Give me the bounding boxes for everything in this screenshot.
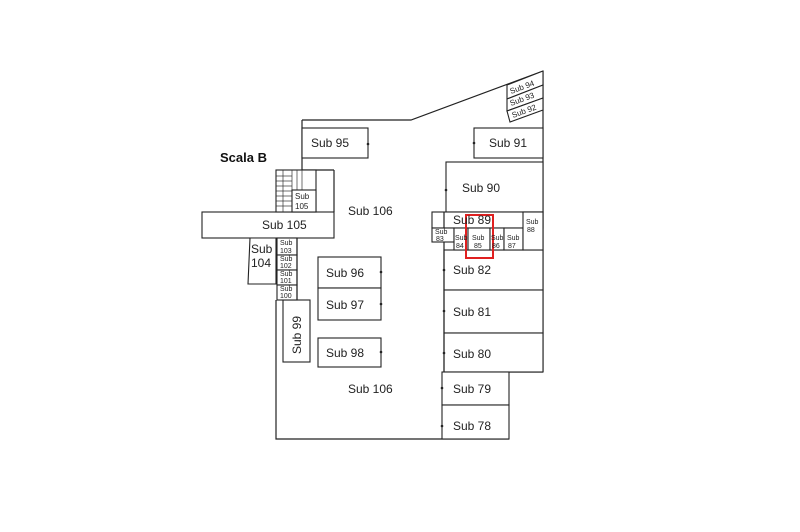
label-sub-87-a: Sub [507, 235, 520, 242]
label-sub-96: Sub 96 [326, 266, 364, 280]
label-sub-90: Sub 90 [462, 181, 500, 195]
room-sub-78[interactable] [441, 404, 510, 440]
room-sub-98[interactable] [317, 337, 382, 368]
label-sub-105-small-b: 105 [295, 202, 309, 211]
stair-treads [276, 170, 316, 212]
room-sub-92[interactable] [506, 97, 544, 123]
label-sub-81: Sub 81 [453, 305, 491, 319]
label-col-102: 102 [280, 263, 292, 270]
label-sub-79: Sub 79 [453, 382, 491, 396]
label-sub-106-top: Sub 106 [348, 204, 393, 218]
label-col-sub-3: Sub [280, 271, 293, 278]
stair-title: Scala B [220, 150, 267, 165]
label-col-101: 101 [280, 278, 292, 285]
room-sub-97[interactable] [317, 287, 382, 321]
label-sub-99: Sub 99 [290, 316, 304, 354]
label-sub-80: Sub 80 [453, 347, 491, 361]
room-sub-105-wide[interactable] [201, 211, 335, 239]
label-sub-91: Sub 91 [489, 136, 527, 150]
label-col-sub-4: Sub [280, 286, 293, 293]
label-sub-88-b: 88 [527, 227, 535, 234]
label-sub-97: Sub 97 [326, 298, 364, 312]
room-sub-105-small[interactable] [291, 189, 317, 213]
room-sub-88[interactable] [522, 211, 544, 251]
label-sub-82: Sub 82 [453, 263, 491, 277]
wall-lower-left [275, 300, 509, 440]
outer-wall-top [302, 70, 544, 121]
label-sub-95: Sub 95 [311, 136, 349, 150]
label-sub-87-b: 87 [508, 243, 516, 250]
label-col-103: 103 [280, 248, 292, 255]
label-sub-83-a: Sub [435, 229, 448, 236]
label-sub-86-a: Sub [491, 235, 504, 242]
room-sub-96[interactable] [317, 256, 382, 289]
label-sub-104-a: Sub [251, 242, 273, 256]
label-sub-105-wide: Sub 105 [262, 218, 307, 232]
label-sub-105-small-a: Sub [295, 192, 310, 201]
label-sub-84-a: Sub [455, 235, 468, 242]
label-sub-104-b: 104 [251, 256, 271, 270]
room-sub-104[interactable] [247, 237, 277, 285]
label-col-sub-2: Sub [280, 256, 293, 263]
label-sub-85-a: Sub [472, 235, 485, 242]
door-markers [366, 141, 476, 428]
label-sub-85-b: 85 [474, 243, 482, 250]
label-sub-89: Sub 89 [453, 213, 491, 227]
label-sub-106-bottom: Sub 106 [348, 382, 393, 396]
label-sub-78: Sub 78 [453, 419, 491, 433]
label-col-100: 100 [280, 293, 292, 300]
label-sub-88-a: Sub [526, 219, 539, 226]
label-sub-98: Sub 98 [326, 346, 364, 360]
label-sub-83-b: 83 [436, 236, 444, 243]
label-col-sub-1: Sub [280, 240, 293, 247]
label-sub-86-b: 86 [492, 243, 500, 250]
label-sub-84-b: 84 [456, 243, 464, 250]
room-sub-90[interactable] [445, 161, 544, 213]
selected-unit-highlight [465, 214, 494, 259]
